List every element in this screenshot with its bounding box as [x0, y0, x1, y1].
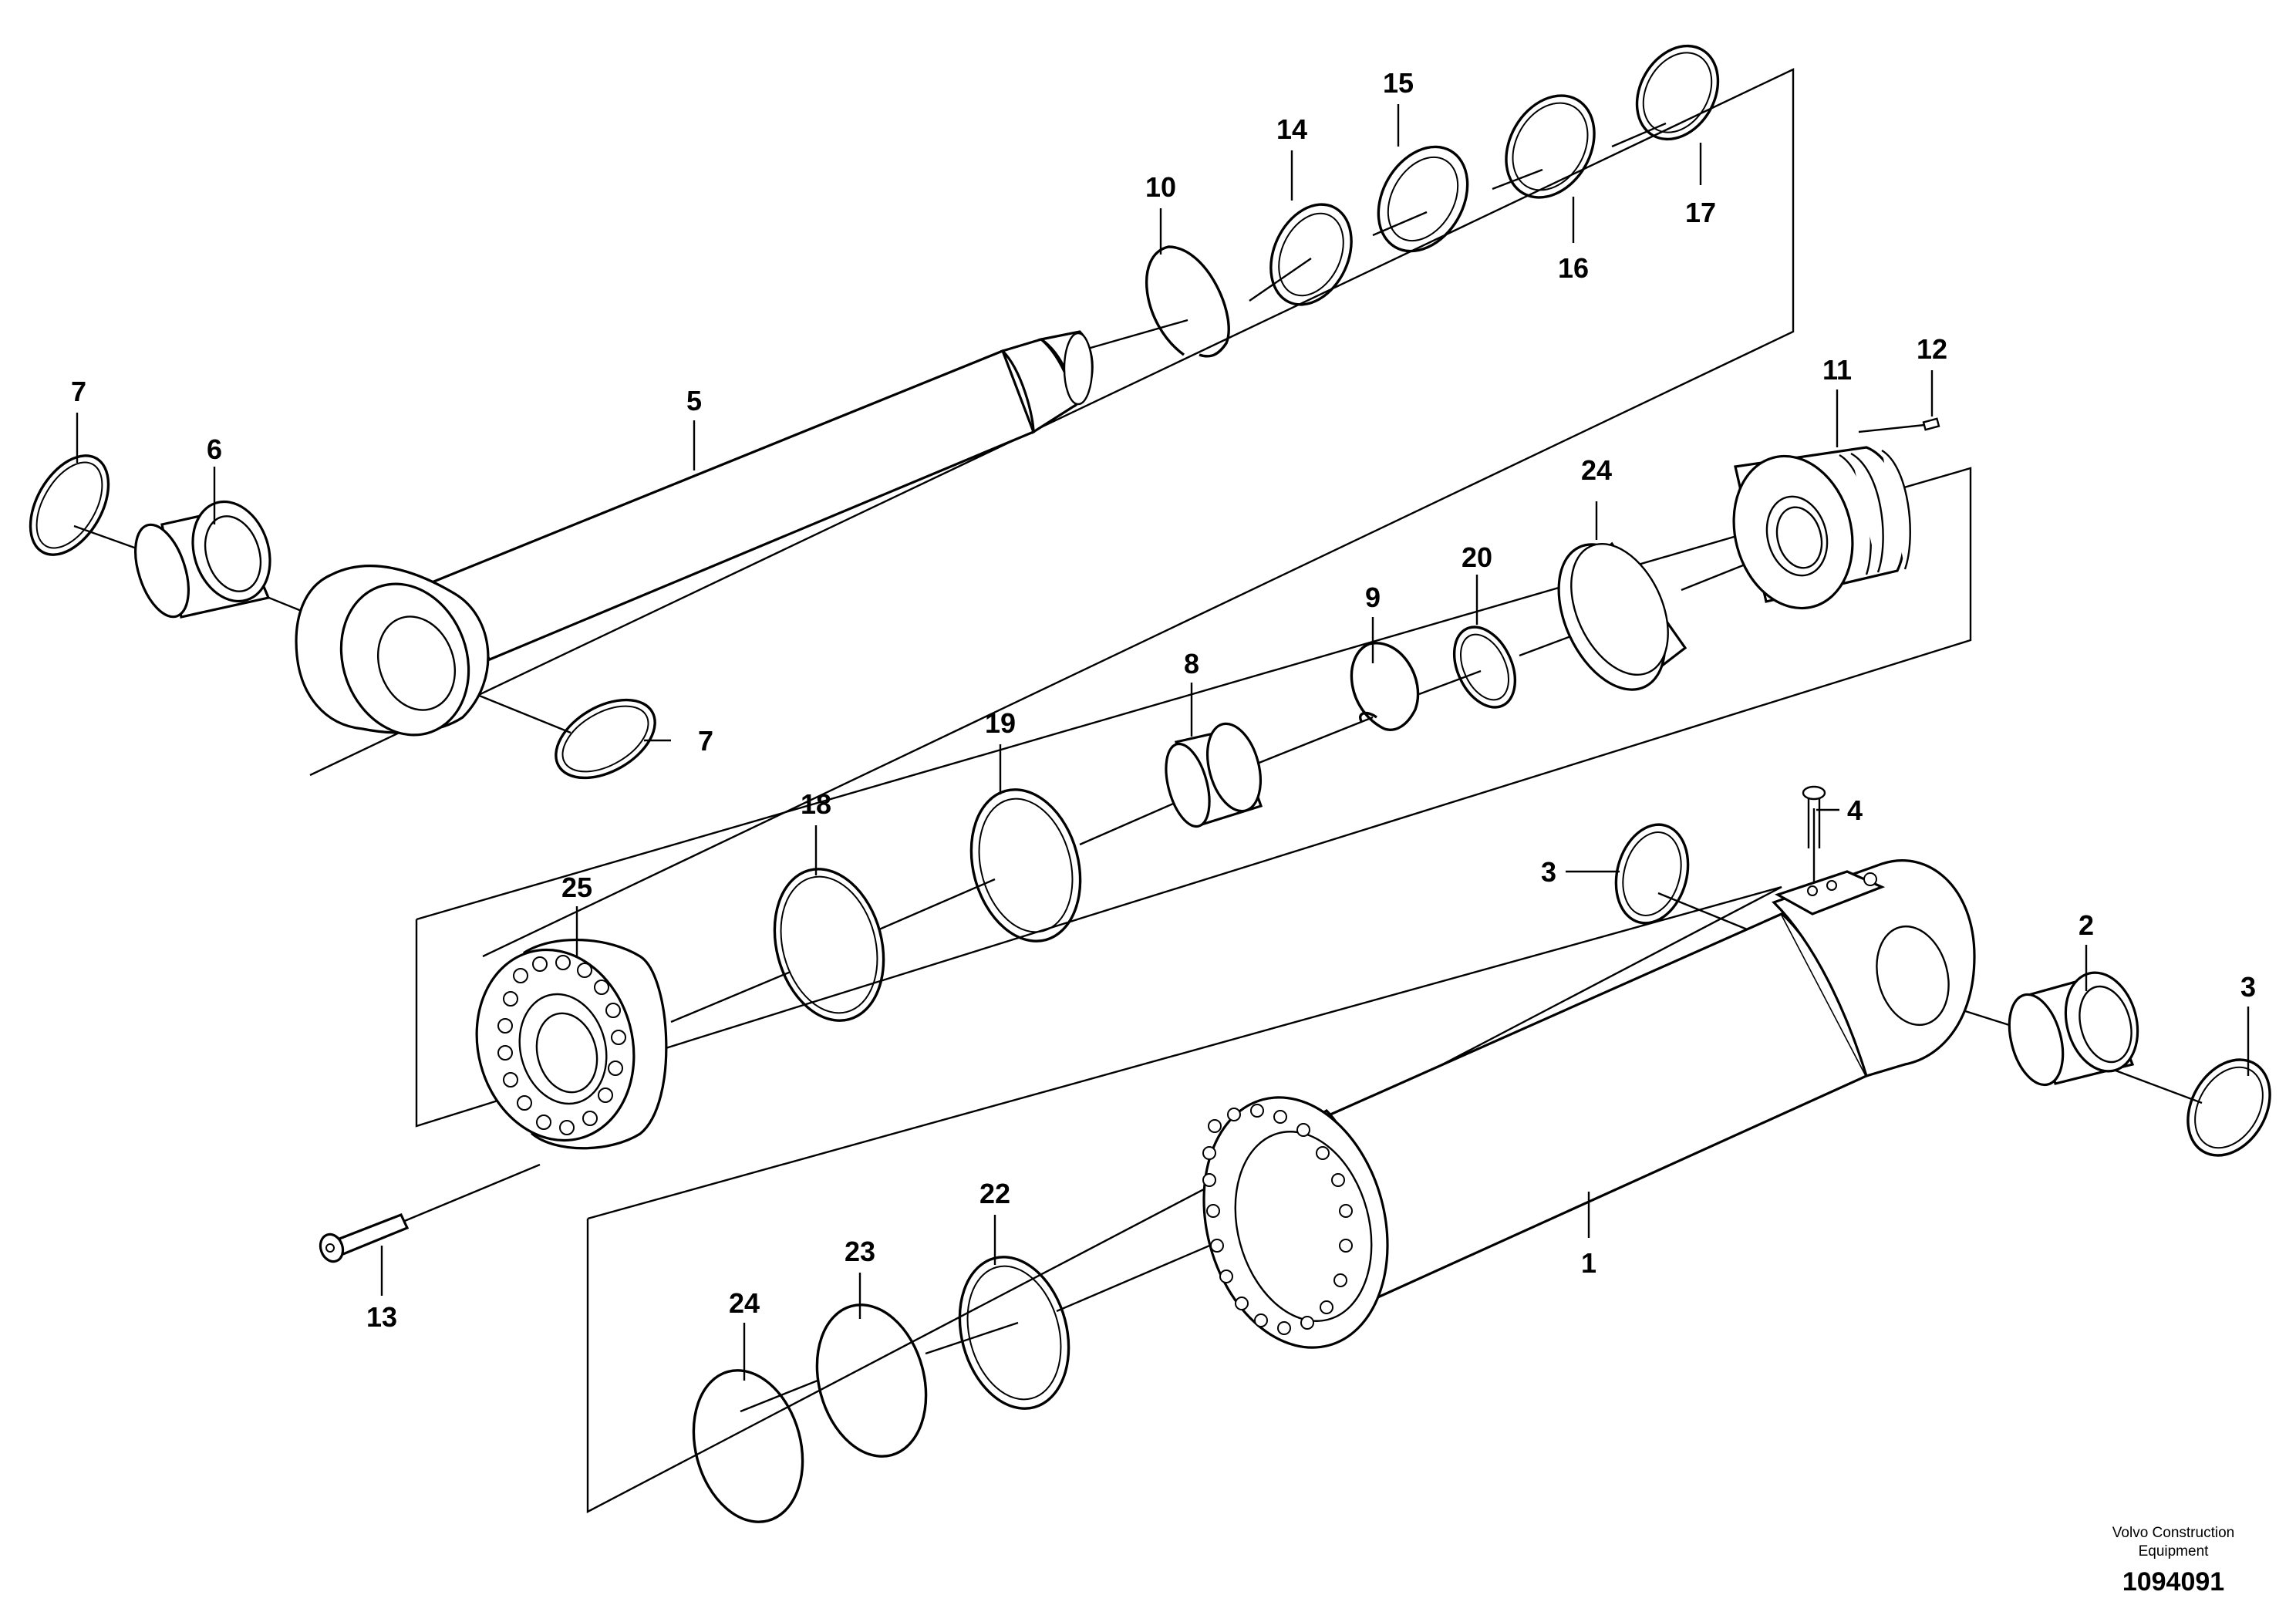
part-label-3-upper: 3	[1541, 856, 1556, 888]
ring-20	[1452, 626, 1517, 709]
part-label-16: 16	[1558, 252, 1589, 284]
part-label-25: 25	[561, 872, 592, 903]
part-label-6: 6	[207, 433, 222, 465]
ring-17	[1635, 44, 1720, 141]
ring-24	[692, 1369, 804, 1523]
assembly-axis-lines	[73, 122, 2203, 1413]
seal-3-right	[2186, 1058, 2271, 1157]
part-label-23: 23	[845, 1236, 875, 1267]
part-label-4: 4	[1847, 794, 1863, 826]
credit-line-1: Volvo Construction	[2112, 1525, 2234, 1541]
document-number: 1094091	[2122, 1567, 2224, 1597]
part-label-14: 14	[1276, 113, 1307, 145]
ring-14	[1269, 203, 1353, 306]
part-label-15: 15	[1383, 67, 1414, 99]
part-label-1: 1	[1581, 1247, 1596, 1279]
piston-11	[1732, 446, 1911, 610]
rod-rings-group	[1145, 44, 1720, 358]
socket-bolt-13	[319, 1212, 410, 1263]
ring-19	[969, 788, 1082, 943]
ring-21	[958, 1256, 1070, 1410]
part-label-2: 2	[2079, 909, 2094, 941]
frame-cylinder-group	[586, 885, 1782, 1513]
part-label-17: 17	[1685, 197, 1716, 228]
part-label-19: 19	[985, 707, 1016, 739]
part-label-7-bottom: 7	[698, 725, 713, 757]
piston-rod	[295, 330, 1094, 737]
part-label-7-top: 7	[71, 376, 86, 407]
part-label-12: 12	[1917, 333, 1947, 365]
part-label-9: 9	[1365, 582, 1381, 613]
bushing-2	[2008, 971, 2139, 1087]
seal-3-upper	[1614, 823, 1690, 925]
label-leaders	[76, 104, 2250, 1381]
part-label-10: 10	[1145, 171, 1176, 203]
frame-piston-group	[415, 467, 1972, 1128]
credit-line-2: Equipment	[2139, 1543, 2210, 1560]
part-label-24: 24	[729, 1287, 760, 1319]
part-label-8: 8	[1184, 648, 1199, 679]
ring-16	[1505, 94, 1596, 199]
wear-ring-22	[1557, 541, 1687, 691]
part-label-22: 24	[1581, 454, 1612, 486]
bushing-8	[1165, 722, 1263, 828]
frame-piston-rod-group	[309, 68, 1795, 958]
part-label-18: 18	[801, 788, 831, 820]
cylinder-head-25	[475, 938, 668, 1150]
part-label-11: 11	[1822, 354, 1852, 386]
snap-ring-9	[1350, 642, 1420, 731]
part-label-20: 20	[1462, 541, 1492, 573]
ring-23	[815, 1303, 928, 1458]
flange-bolt-holes-25	[497, 955, 626, 1135]
part-label-21: 22	[979, 1178, 1010, 1209]
cylinder-tube	[1202, 859, 1976, 1349]
bushing-6	[134, 500, 271, 619]
seal-7-bottom	[555, 698, 656, 780]
flange-bolt-holes-1	[1202, 1104, 1353, 1335]
grease-fitting-4	[1802, 785, 1826, 848]
part-label-13: 13	[366, 1301, 397, 1333]
snap-ring-10	[1145, 245, 1230, 358]
ring-15	[1377, 145, 1469, 253]
part-label-5: 5	[686, 385, 702, 416]
seal-7-left	[29, 454, 110, 556]
part-label-3-right: 3	[2240, 971, 2256, 1003]
set-screw-12	[1922, 417, 1940, 431]
ring-18	[773, 868, 885, 1022]
